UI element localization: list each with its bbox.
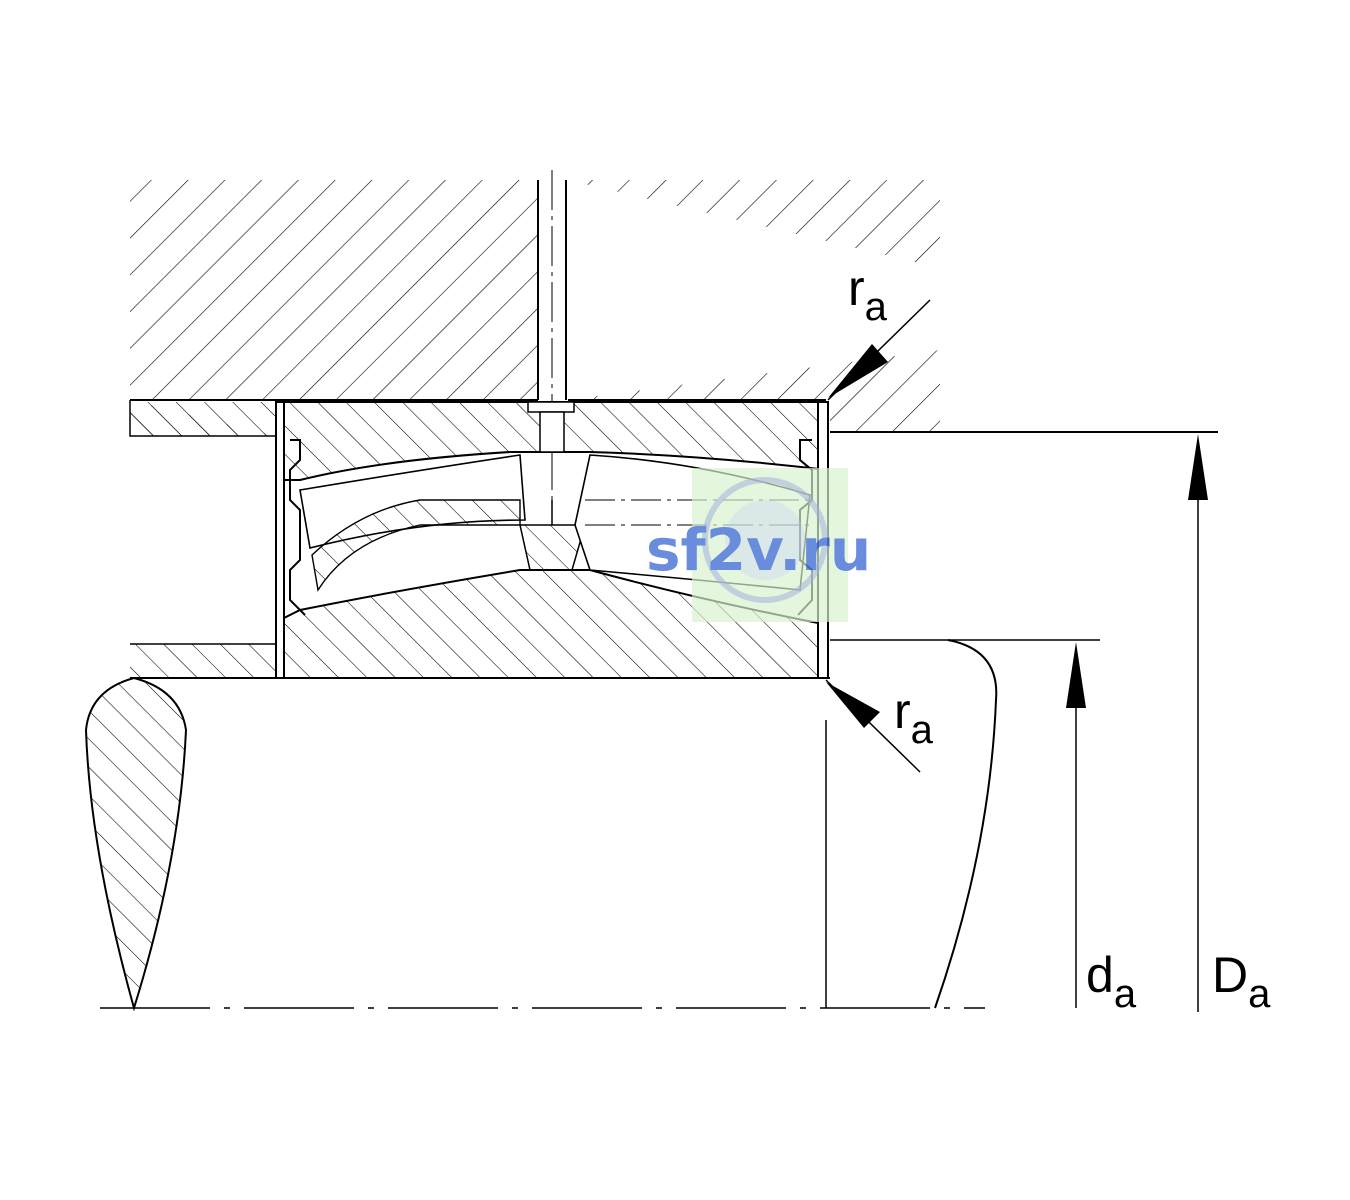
da-subscript: a	[1114, 972, 1137, 1016]
ra-bottom-subscript: a	[911, 708, 934, 752]
housing-left-section	[130, 180, 538, 400]
Da-dimension: Da	[1188, 434, 1271, 1016]
watermark: sf2v.ru	[646, 468, 871, 622]
ra-bottom-indicator: ra	[825, 679, 934, 773]
svg-text:ra: ra	[894, 683, 934, 752]
da-label: d	[1086, 947, 1114, 1003]
shaft	[84, 639, 998, 1012]
lubrication-hole	[537, 170, 567, 520]
svg-text:ra: ra	[848, 260, 888, 329]
Da-label: D	[1212, 947, 1248, 1003]
seal-left	[289, 439, 306, 616]
svg-text:Da: Da	[1212, 947, 1271, 1016]
housing	[129, 170, 1218, 520]
ra-bottom-label: r	[894, 683, 911, 739]
bearing-outer-ring	[283, 401, 829, 481]
watermark-text: sf2v.ru	[646, 516, 871, 584]
ra-top-label: r	[848, 260, 865, 316]
ra-top-indicator: ra	[827, 260, 931, 401]
shaft-break-right	[934, 639, 998, 1009]
shaft-shoulder	[130, 639, 1100, 679]
svg-text:da: da	[1086, 947, 1137, 1016]
ra-top-subscript: a	[865, 285, 888, 329]
housing-right-section	[568, 180, 940, 432]
shaft-section-left	[84, 676, 188, 1012]
Da-subscript: a	[1248, 972, 1271, 1016]
da-dimension: da	[1066, 642, 1137, 1016]
